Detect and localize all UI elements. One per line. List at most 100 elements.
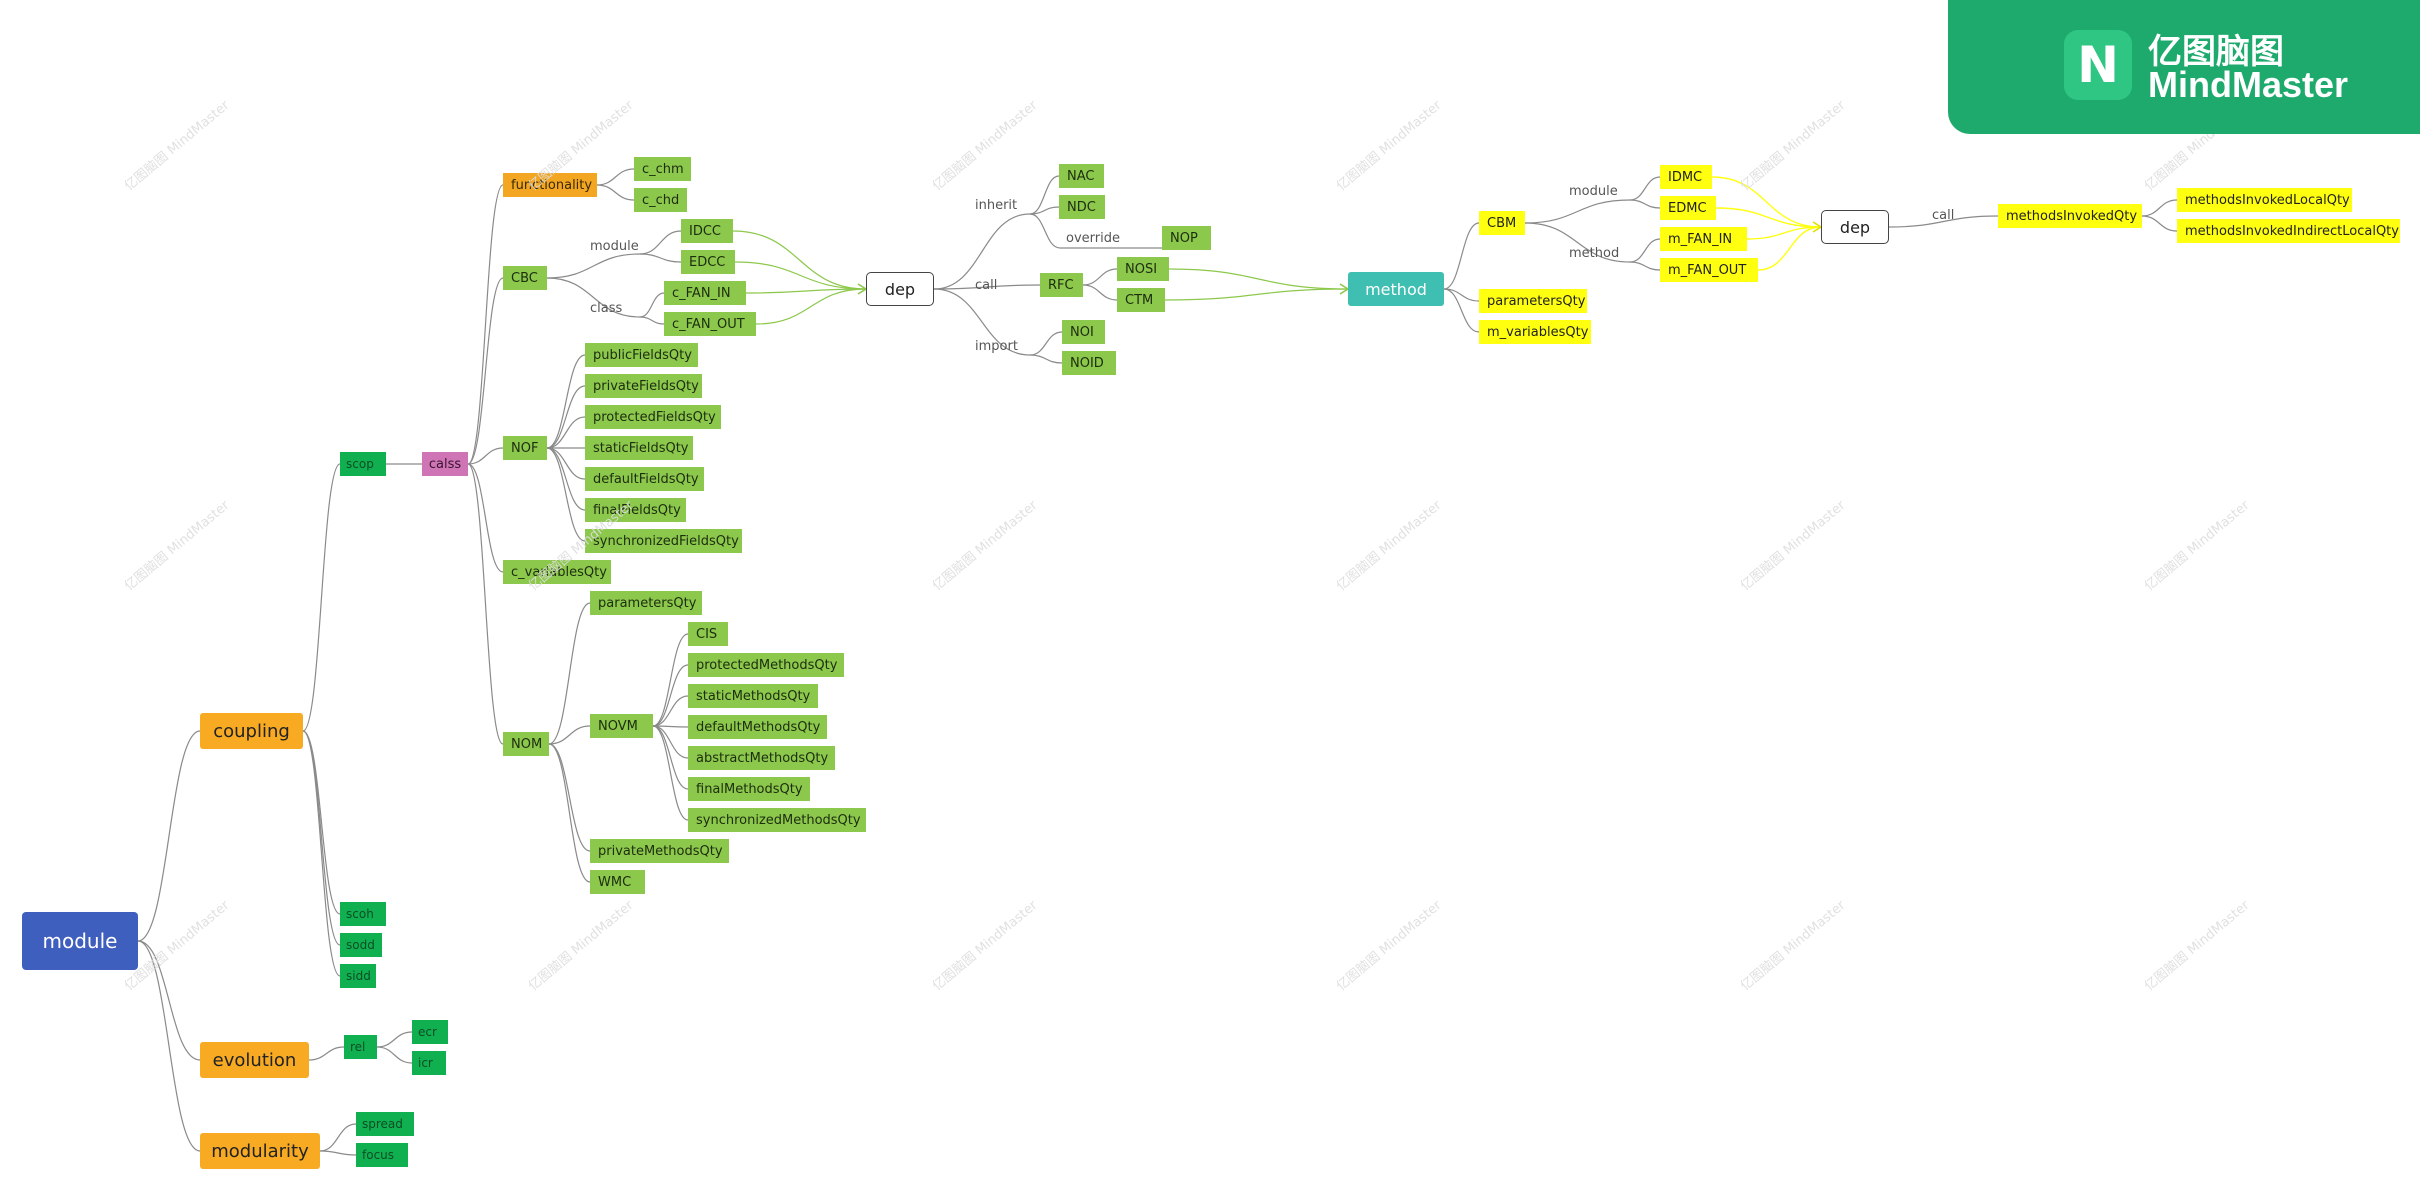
node-label: coupling bbox=[213, 720, 290, 742]
node-m-variablesqty[interactable]: m_variablesQty bbox=[1479, 320, 1591, 344]
node-sidd[interactable]: sidd bbox=[340, 964, 376, 988]
node-calss[interactable]: calss bbox=[422, 452, 468, 476]
connector-RFC-NOSI bbox=[1082, 268, 1118, 286]
node-edcc[interactable]: EDCC bbox=[681, 250, 735, 274]
node-icr[interactable]: icr bbox=[412, 1051, 446, 1075]
node-protectedfieldsqty[interactable]: protectedFieldsQty bbox=[585, 405, 721, 429]
node-defaultfieldsqty[interactable]: defaultFieldsQty bbox=[585, 467, 704, 491]
node-ecr[interactable]: ecr bbox=[412, 1020, 448, 1044]
node-sodd[interactable]: sodd bbox=[340, 933, 382, 957]
node-parametersqty-c[interactable]: parametersQty bbox=[590, 591, 702, 615]
node-label: EDMC bbox=[1668, 200, 1707, 216]
node-abstractmethodsqty[interactable]: abstractMethodsQty bbox=[688, 746, 835, 770]
node-methodsinvokedindirectlocalqty[interactable]: methodsInvokedIndirectLocalQty bbox=[2177, 219, 2400, 243]
node-label: finalMethodsQty bbox=[696, 781, 803, 797]
connector-module-coupling bbox=[137, 730, 201, 942]
node-cbm[interactable]: CBM bbox=[1479, 211, 1525, 235]
connector-class-fanout bbox=[639, 316, 665, 325]
connector-EDMC-dep2 bbox=[1715, 207, 1822, 228]
node-label: functionality bbox=[511, 177, 593, 193]
node-cis[interactable]: CIS bbox=[688, 622, 728, 646]
node-nop[interactable]: NOP bbox=[1162, 226, 1211, 250]
node-functionality[interactable]: functionality bbox=[503, 173, 597, 197]
connector-coupling-scoh bbox=[302, 730, 341, 915]
node-c-fan-out[interactable]: c_FAN_OUT bbox=[664, 312, 756, 336]
node-novm[interactable]: NOVM bbox=[590, 714, 653, 738]
node-cbc[interactable]: CBC bbox=[503, 266, 547, 290]
node-staticmethodsqty[interactable]: staticMethodsQty bbox=[688, 684, 818, 708]
connector-module-edmc bbox=[1629, 199, 1661, 209]
node-label: synchronizedMethodsQty bbox=[696, 812, 861, 828]
node-m-fan-in[interactable]: m_FAN_IN bbox=[1660, 227, 1747, 251]
node-label: c_FAN_OUT bbox=[672, 316, 745, 332]
node-noid[interactable]: NOID bbox=[1062, 351, 1116, 375]
node-label: m_FAN_OUT bbox=[1668, 262, 1747, 278]
node-label: focus bbox=[362, 1148, 395, 1162]
node-finalmethodsqty[interactable]: finalMethodsQty bbox=[688, 777, 810, 801]
connector-dep2-call bbox=[1888, 215, 1999, 228]
node-evolution[interactable]: evolution bbox=[200, 1042, 309, 1078]
node-wmc[interactable]: WMC bbox=[590, 870, 645, 894]
node-label: dep bbox=[1839, 217, 1871, 237]
node-label: c_chm bbox=[642, 161, 684, 177]
node-m-fan-out[interactable]: m_FAN_OUT bbox=[1660, 258, 1758, 282]
node-focus[interactable]: focus bbox=[356, 1143, 408, 1167]
node-staticfieldsqty[interactable]: staticFieldsQty bbox=[585, 436, 693, 460]
node-spread[interactable]: spread bbox=[356, 1112, 414, 1136]
node-synchronizedfieldsqty[interactable]: synchronizedFieldsQty bbox=[585, 529, 742, 553]
node-modularity[interactable]: modularity bbox=[200, 1133, 320, 1169]
node-nac[interactable]: NAC bbox=[1059, 164, 1104, 188]
node-label: NDC bbox=[1067, 199, 1096, 215]
node-label: c_FAN_IN bbox=[672, 285, 731, 301]
node-privatemethodsqty[interactable]: privateMethodsQty bbox=[590, 839, 729, 863]
node-defaultmethodsqty[interactable]: defaultMethodsQty bbox=[688, 715, 827, 739]
connector-IDMC-dep2 bbox=[1711, 176, 1822, 228]
connector-module-idmc bbox=[1629, 176, 1661, 201]
node-label: privateFieldsQty bbox=[593, 378, 699, 394]
node-methodsinvokedlocalqty[interactable]: methodsInvokedLocalQty bbox=[2177, 188, 2352, 212]
node-dep1[interactable]: dep bbox=[866, 272, 934, 306]
connector-NOVM-CIS bbox=[652, 633, 689, 727]
node-publicfieldsqty[interactable]: publicFieldsQty bbox=[585, 343, 698, 367]
node-label: EDCC bbox=[689, 254, 726, 270]
node-scoh[interactable]: scoh bbox=[340, 902, 386, 926]
node-module[interactable]: module bbox=[22, 912, 138, 970]
connector-NOSI-method bbox=[1168, 268, 1349, 290]
node-edmc[interactable]: EDMC bbox=[1660, 196, 1716, 220]
node-rfc[interactable]: RFC bbox=[1040, 273, 1083, 297]
node-label: NOID bbox=[1070, 355, 1104, 371]
node-finalfieldsqty[interactable]: finalFieldsQty bbox=[585, 498, 686, 522]
node-synchronizedmethodsqty[interactable]: synchronizedMethodsQty bbox=[688, 808, 866, 832]
node-idmc[interactable]: IDMC bbox=[1660, 165, 1712, 189]
connector-NOF-finalFieldsQty bbox=[546, 447, 586, 511]
node-nom[interactable]: NOM bbox=[503, 732, 549, 756]
node-method[interactable]: method bbox=[1348, 272, 1444, 306]
node-nosi[interactable]: NOSI bbox=[1117, 257, 1169, 281]
node-label: NAC bbox=[1067, 168, 1095, 184]
node-idcc[interactable]: IDCC bbox=[681, 219, 733, 243]
node-c-fan-in[interactable]: c_FAN_IN bbox=[664, 281, 746, 305]
node-rel[interactable]: rel bbox=[344, 1035, 377, 1059]
node-label: method bbox=[1365, 279, 1427, 299]
edge-label-method-m: method bbox=[1569, 246, 1620, 261]
node-c-chd[interactable]: c_chd bbox=[634, 188, 687, 212]
edge-label-module-m: module bbox=[1569, 184, 1618, 199]
connector-coupling-sodd bbox=[302, 730, 341, 946]
node-nof[interactable]: NOF bbox=[503, 436, 547, 460]
connector-functionality-c_chd bbox=[596, 184, 635, 201]
node-noi[interactable]: NOI bbox=[1062, 320, 1105, 344]
node-ctm[interactable]: CTM bbox=[1117, 288, 1165, 312]
node-c-chm[interactable]: c_chm bbox=[634, 157, 691, 181]
node-dep2[interactable]: dep bbox=[1821, 210, 1889, 244]
node-privatefieldsqty[interactable]: privateFieldsQty bbox=[585, 374, 702, 398]
node-coupling[interactable]: coupling bbox=[200, 713, 303, 749]
connector-cbm-method bbox=[1524, 222, 1631, 263]
node-methodsinvokedqty[interactable]: methodsInvokedQty bbox=[1998, 204, 2142, 228]
node-ndc[interactable]: NDC bbox=[1059, 195, 1105, 219]
node-parametersqty-m[interactable]: parametersQty bbox=[1479, 289, 1587, 313]
node-scop[interactable]: scop bbox=[340, 452, 386, 476]
node-protectedmethodsqty[interactable]: protectedMethodsQty bbox=[688, 653, 844, 677]
node-c-variablesqty[interactable]: c_variablesQty bbox=[503, 560, 611, 584]
